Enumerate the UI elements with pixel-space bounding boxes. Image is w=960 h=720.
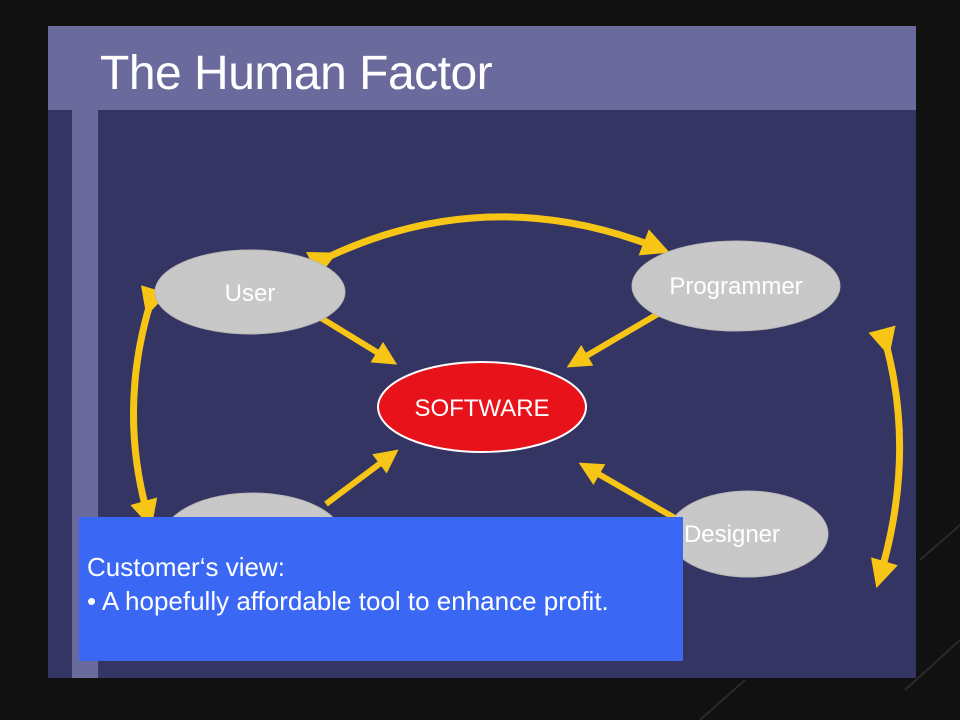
diagram: User Programmer Designer SOFTWARE bbox=[130, 213, 904, 589]
node-designer-label: Designer bbox=[684, 521, 780, 548]
node-software: SOFTWARE bbox=[377, 361, 587, 453]
title-band bbox=[48, 26, 916, 110]
customer-view-callout: Customer‘s view: • A hopefully affordabl… bbox=[79, 517, 683, 661]
arrow-user-programmer bbox=[306, 213, 670, 278]
arrow-programmer-designer bbox=[868, 325, 904, 589]
slide-title: The Human Factor bbox=[100, 47, 493, 100]
callout-bullet: • A hopefully affordable tool to enhance… bbox=[87, 586, 609, 616]
arrow-designer-software bbox=[578, 462, 682, 524]
node-user: User bbox=[154, 249, 346, 335]
arrow-programmer-software bbox=[566, 305, 670, 368]
node-user-label: User bbox=[225, 280, 276, 307]
callout-heading: Customer‘s view: bbox=[87, 552, 285, 582]
node-programmer: Programmer bbox=[631, 240, 841, 332]
arrow-customer-software bbox=[324, 449, 399, 507]
node-programmer-label: Programmer bbox=[669, 273, 802, 300]
arrow-user-customer bbox=[130, 285, 168, 529]
node-software-label: SOFTWARE bbox=[414, 395, 549, 422]
node-designer: Designer bbox=[667, 490, 829, 578]
slide: The Human Factor User Programmer Designe… bbox=[48, 26, 916, 678]
